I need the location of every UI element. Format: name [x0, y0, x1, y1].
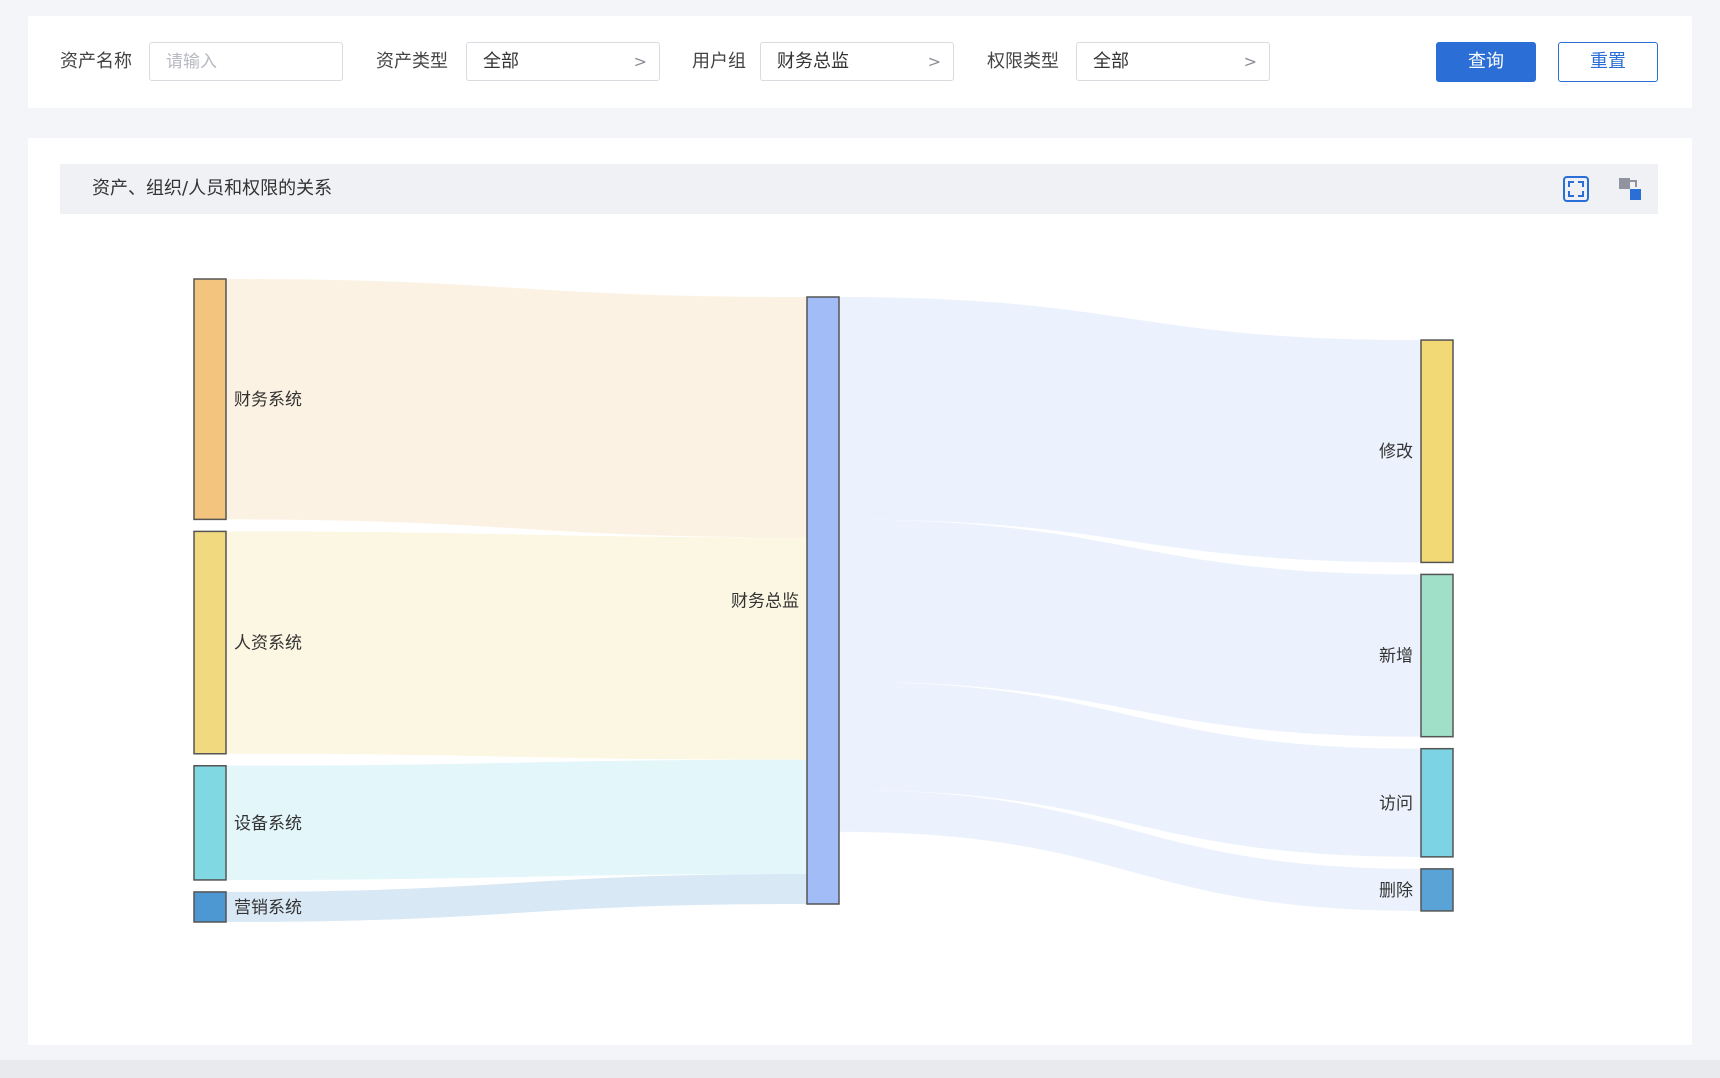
reset-button[interactable]: 重置 — [1558, 42, 1658, 82]
sankey-node-finance_director[interactable] — [806, 296, 840, 905]
sankey-node-label-add: 新增 — [1379, 647, 1413, 667]
permission-type-select[interactable]: 全部 > — [1076, 42, 1270, 81]
permission-type-value: 全部 — [1093, 51, 1129, 72]
sankey-node-device_system[interactable] — [193, 765, 227, 881]
chart-title: 资产、组织/人员和权限的关系 — [92, 178, 333, 199]
chart-header: 资产、组织/人员和权限的关系 — [60, 164, 1658, 214]
chevron-right-icon: > — [633, 52, 647, 71]
asset-type-select[interactable]: 全部 > — [466, 42, 660, 81]
sankey-node-label-finance_director: 财务总监 — [731, 592, 799, 612]
user-group-label: 用户组 — [692, 51, 746, 72]
sankey-node-label-modify: 修改 — [1379, 442, 1413, 462]
switch-view-icon[interactable] — [1616, 175, 1644, 203]
user-group-value: 财务总监 — [777, 51, 849, 72]
asset-type-value: 全部 — [483, 51, 519, 72]
sankey-node-label-marketing_system: 营销系统 — [234, 898, 302, 918]
sankey-node-delete[interactable] — [1420, 868, 1454, 912]
chart-panel: 资产、组织/人员和权限的关系 — [28, 138, 1692, 1045]
sankey-node-add[interactable] — [1420, 573, 1454, 738]
fullscreen-icon[interactable] — [1562, 175, 1590, 203]
sankey-link-device_system-finance_director[interactable] — [226, 759, 807, 880]
asset-name-label: 资产名称 — [60, 51, 132, 72]
sankey-node-label-device_system: 设备系统 — [234, 814, 302, 834]
sankey-link-finance_director-access[interactable] — [839, 681, 1421, 857]
user-group-select[interactable]: 财务总监 > — [760, 42, 954, 81]
sankey-link-hr_system-finance_director[interactable] — [226, 531, 807, 760]
sankey-node-access[interactable] — [1420, 747, 1454, 858]
permission-type-label: 权限类型 — [987, 51, 1059, 72]
asset-type-label: 资产类型 — [376, 51, 448, 72]
sankey-link-finance_director-modify[interactable] — [839, 297, 1421, 563]
asset-name-field[interactable] — [149, 42, 343, 81]
sankey-node-label-delete: 删除 — [1379, 881, 1413, 901]
sankey-link-finance_director-add[interactable] — [839, 519, 1421, 737]
chevron-right-icon: > — [927, 52, 941, 71]
filter-bar: 资产名称 资产类型 全部 > 用户组 财务总监 > 权限类型 全部 > 查询 重… — [28, 16, 1692, 108]
sankey-node-hr_system[interactable] — [193, 530, 227, 755]
asset-name-input[interactable] — [166, 43, 342, 81]
sankey-link-finance_system-finance_director[interactable] — [226, 279, 807, 538]
sankey-link-finance_director-delete[interactable] — [839, 789, 1421, 911]
sankey-node-label-finance_system: 财务系统 — [234, 390, 302, 410]
sankey-node-label-hr_system: 人资系统 — [234, 634, 302, 654]
sankey-link-marketing_system-finance_director[interactable] — [226, 873, 807, 922]
query-button[interactable]: 查询 — [1436, 42, 1536, 82]
sankey-node-modify[interactable] — [1420, 339, 1454, 564]
chevron-right-icon: > — [1243, 52, 1257, 71]
sankey-node-label-access: 访问 — [1379, 794, 1413, 814]
sankey-node-finance_system[interactable] — [193, 278, 227, 521]
sankey-links — [226, 279, 1421, 922]
sankey-node-marketing_system[interactable] — [193, 891, 227, 923]
page-bottom-strip — [0, 1060, 1720, 1078]
